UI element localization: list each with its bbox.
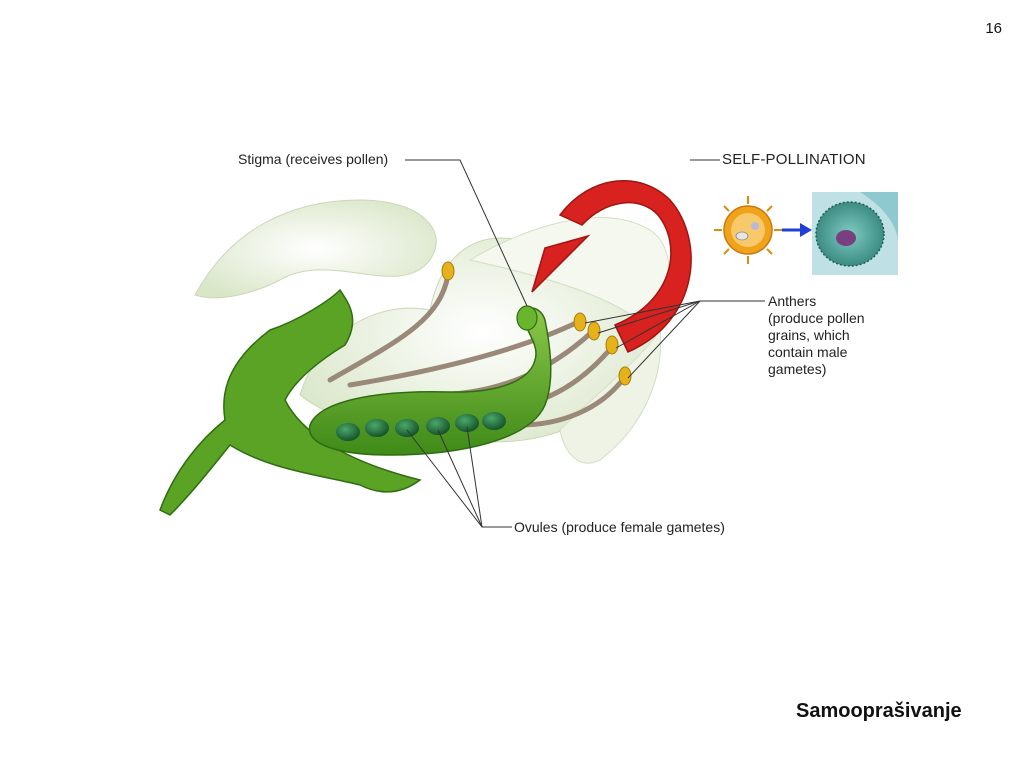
ovule — [395, 419, 419, 437]
receptacle — [159, 288, 422, 516]
anther — [441, 261, 455, 281]
ovules-label: Ovules (produce female gametes) — [514, 519, 725, 535]
anther — [605, 335, 619, 355]
ovule — [336, 423, 360, 441]
anther — [587, 321, 601, 341]
page-number: 16 — [985, 20, 1002, 37]
petals — [194, 199, 670, 464]
pollen-grain-icon — [714, 196, 782, 264]
ovule — [455, 414, 479, 432]
blue-arrow-icon — [782, 223, 812, 237]
leader-lines — [405, 159, 765, 528]
stigma-label: Stigma (receives pollen) — [238, 151, 389, 167]
self-pollination-label: SELF-POLLINATION — [722, 151, 866, 168]
anthers-label-line: grains, which — [768, 327, 850, 343]
anthers-label-line: contain male — [768, 344, 848, 360]
anthers — [441, 261, 632, 386]
anther — [573, 312, 587, 332]
anthers-label-line: gametes) — [768, 361, 827, 377]
ovules — [336, 412, 506, 441]
stigma — [516, 305, 538, 331]
cell-micrograph-icon — [812, 192, 898, 275]
anthers-label-line: (produce pollen — [768, 310, 865, 326]
ovule — [365, 419, 389, 437]
ovule — [426, 417, 450, 435]
anthers-label: Anthers (produce pollen grains, which co… — [768, 293, 908, 378]
anthers-label-line: Anthers — [768, 293, 817, 309]
slide-title: Samooprašivanje — [796, 700, 962, 722]
pollen-inset — [714, 192, 898, 275]
ovule — [482, 412, 506, 430]
anther — [618, 366, 632, 386]
